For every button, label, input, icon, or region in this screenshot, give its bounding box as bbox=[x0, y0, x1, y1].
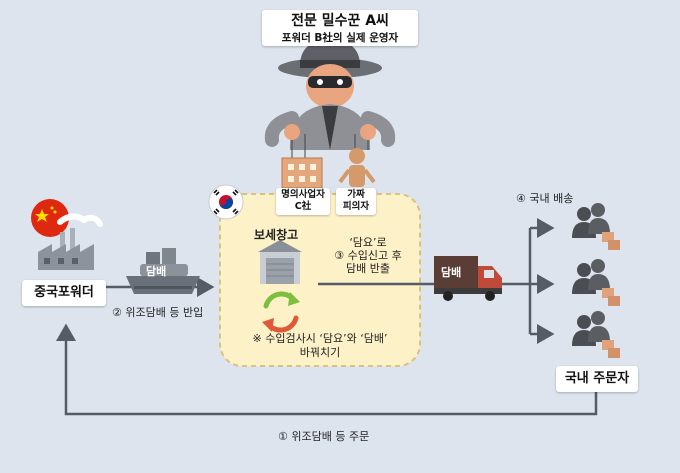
warehouse-title: 보세창고 bbox=[254, 228, 299, 242]
delivery-truck-icon bbox=[434, 256, 502, 301]
swap-note: ※ 수입검사시 ‘담요’와 ‘담배’ 바꿔치기 bbox=[222, 332, 418, 360]
china-forwarder-text: 중국포워더 bbox=[34, 285, 94, 300]
domestic-buyer-text: 국내 주문자 bbox=[564, 371, 630, 386]
buyer-group-bottom bbox=[572, 311, 620, 358]
puppet-company-building bbox=[281, 157, 323, 189]
release-note-line3: 담배 반출 bbox=[346, 262, 390, 275]
smuggler-figure bbox=[264, 40, 396, 158]
ship-cargo-label: 담배 bbox=[146, 265, 167, 278]
buyer-group-middle bbox=[572, 259, 620, 306]
truck-cargo-label: 담배 bbox=[441, 266, 462, 279]
smuggler-role: 포워더 B社의 실제 운영자 bbox=[281, 32, 399, 44]
cargo-ship-icon bbox=[126, 248, 200, 294]
puppet-person bbox=[338, 148, 376, 187]
korea-flag-icon bbox=[208, 184, 244, 220]
buyer-group-top bbox=[572, 203, 620, 250]
puppet-company-line2: C社 bbox=[294, 201, 312, 212]
domestic-buyer-label: 국내 주문자 bbox=[556, 366, 638, 392]
puppet-company-line1: 명의사업자 bbox=[281, 189, 325, 200]
order-step-label: ① 위조담배 등 주문 bbox=[278, 430, 370, 443]
order-arrow bbox=[56, 323, 598, 416]
puppet-company-label: 명의사업자 C社 bbox=[276, 188, 330, 215]
smuggler-name: 전문 밀수꾼 A씨 bbox=[291, 13, 389, 29]
puppet-suspect-label: 가짜 피의자 bbox=[336, 188, 376, 215]
release-note: ‘담요’로 ③ 수입신고 후 담배 반출 bbox=[318, 236, 418, 275]
delivery-step-label: ④ 국내 배송 bbox=[516, 192, 574, 205]
swap-note-line2: 바꿔치기 bbox=[299, 346, 341, 359]
china-forwarder-label: 중국포워더 bbox=[22, 280, 106, 306]
smuggler-label: 전문 밀수꾼 A씨 포워더 B社의 실제 운영자 bbox=[262, 10, 418, 46]
import-step-label: ② 위조담배 등 반입 bbox=[112, 306, 204, 319]
china-factory-icon bbox=[31, 199, 103, 270]
puppet-suspect-line1: 가짜 bbox=[347, 189, 365, 200]
warehouse-building-icon bbox=[258, 240, 302, 284]
release-note-line1: ‘담요’로 bbox=[349, 236, 387, 249]
swap-arrows-icon bbox=[262, 291, 300, 333]
puppet-suspect-line2: 피의자 bbox=[342, 201, 370, 212]
release-note-line2: ③ 수입신고 후 bbox=[334, 249, 402, 262]
swap-note-line1: ※ 수입검사시 ‘담요’와 ‘담배’ bbox=[252, 332, 388, 345]
